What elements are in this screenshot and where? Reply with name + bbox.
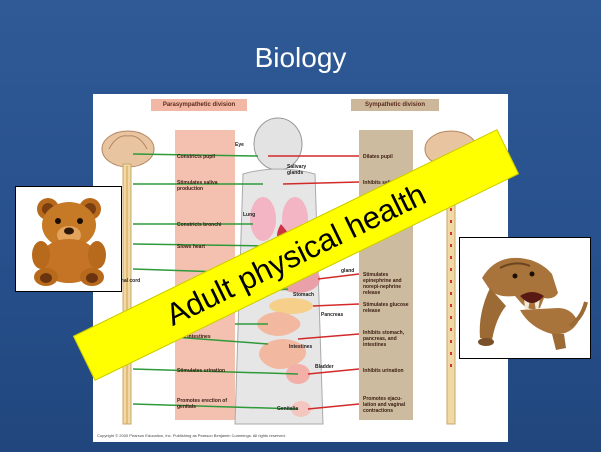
label-stimulates-glucose: Stimulates glucose release (363, 302, 411, 314)
label-constricts-bronchi: Constricts bronchi (177, 222, 233, 228)
label-inhibits-stomach: Inhibits stomach, pancreas, and intestin… (363, 330, 411, 348)
organ-label-salivary: Salivary glands (287, 164, 317, 176)
label-inhibits-urination: Inhibits urination (363, 368, 411, 374)
label-slows-heart: Slows heart (177, 244, 233, 250)
label-stimulates-saliva: Stimulates saliva production (177, 180, 233, 192)
organ-label-intestines: Intestines (289, 344, 312, 350)
organ-label-genitalia: Genitalia (277, 406, 298, 412)
slide-title: Biology (0, 42, 601, 74)
organ-label-stomach: Stomach (293, 292, 314, 298)
label-stimulates-urination: Stimulates urination (177, 368, 233, 374)
label-constricts-pupil: Constricts pupil (177, 154, 233, 160)
label-promotes-ejaculation: Promotes ejacu-lation and vaginal contra… (363, 396, 411, 414)
label-dilates-pupil: Dilates pupil (363, 154, 411, 160)
organ-label-lung: Lung (243, 212, 255, 218)
label-promotes-erection: Promotes erection of genitals (177, 398, 233, 410)
teddy-bear-photo (15, 186, 122, 292)
label-stimulates-epinephrine: Stimulates epinephrine and norepi-nephri… (363, 272, 411, 296)
organ-label-pancreas: Pancreas (321, 312, 343, 318)
teddy-bear-icon (16, 187, 121, 291)
organ-label-bladder: Bladder (315, 364, 334, 370)
organ-label-eye: Eye (235, 142, 244, 148)
organ-label-gland: gland (341, 268, 354, 274)
copyright-text: Copyright © 2000 Pearson Education, Inc.… (97, 433, 286, 438)
saber-tooth-tiger-icon (460, 238, 590, 358)
saber-tooth-tiger-photo (459, 237, 591, 359)
